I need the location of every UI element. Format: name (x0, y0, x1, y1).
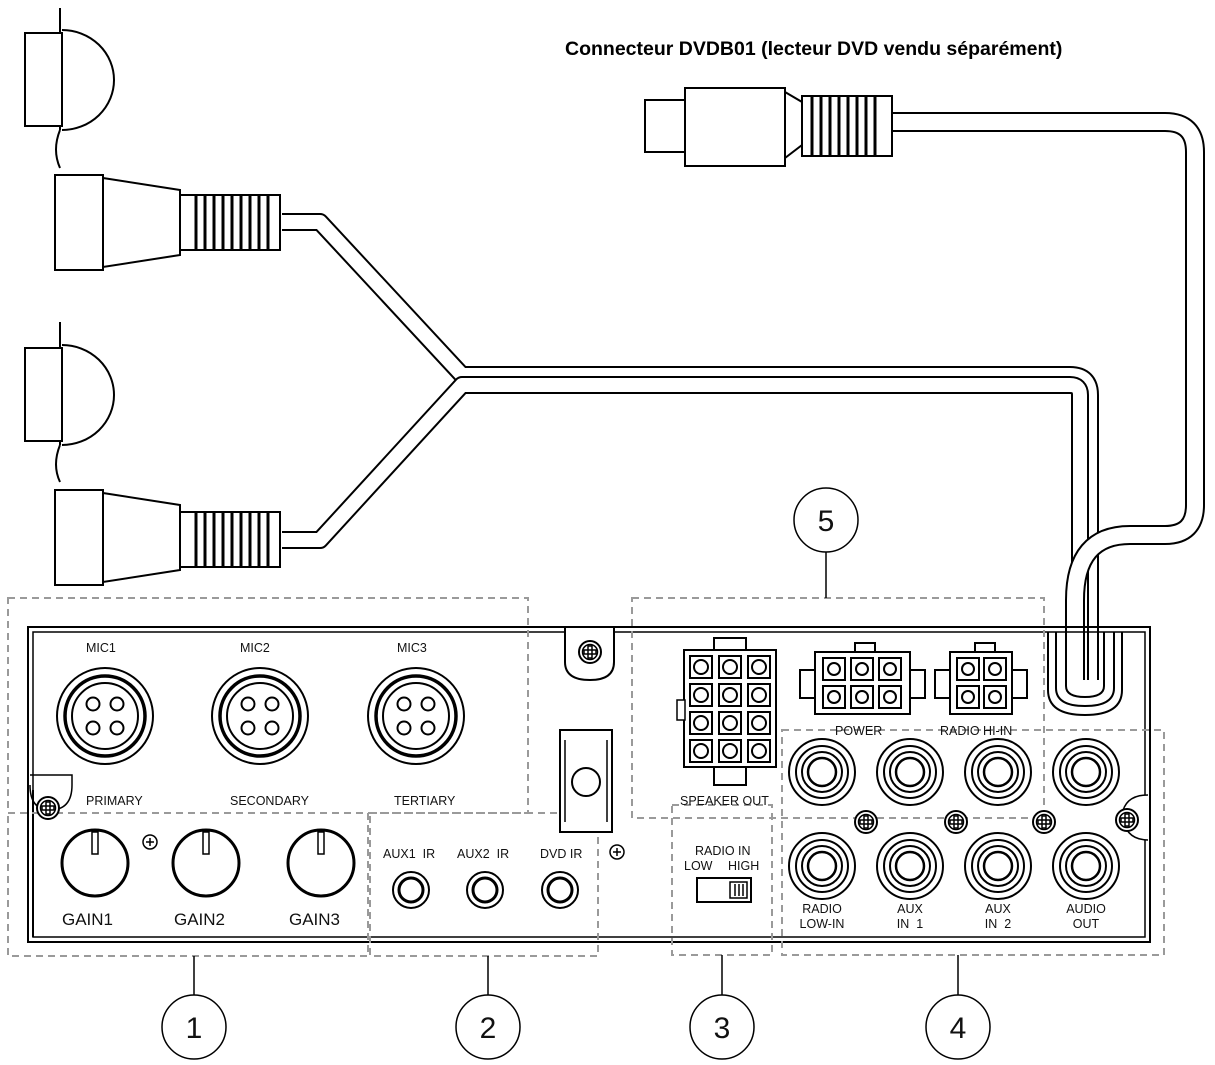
aux-in-1-jack-icon[interactable] (875, 831, 945, 901)
aux1-ir-jack-icon[interactable] (391, 870, 431, 910)
radio-in-switch-icon[interactable] (696, 877, 752, 903)
audio-out-jack-icon[interactable] (1051, 831, 1121, 901)
high-label: HIGH (728, 859, 759, 873)
callout-4 (925, 994, 991, 1060)
mic2-connector-icon[interactable] (210, 666, 310, 766)
amplifier-panel (27, 626, 1151, 943)
aux2-ir-jack-icon[interactable] (465, 870, 505, 910)
aux2-ir-label: AUX2 IR (457, 847, 509, 861)
callout-1-number: 1 (186, 1012, 203, 1045)
callout-1 (161, 994, 227, 1060)
callout-3-number: 3 (714, 1012, 731, 1045)
rca-jack-icon[interactable] (875, 737, 945, 807)
screw-icon (854, 810, 878, 834)
microphone-1-icon (24, 8, 281, 271)
speaker-out-label: SPEAKER OUT (680, 794, 769, 808)
microphone-2-icon (24, 322, 281, 586)
callout-3 (689, 994, 755, 1060)
radio-in-label: RADIO IN (695, 844, 751, 858)
aux-in-2-jack-icon[interactable] (963, 831, 1033, 901)
mic3-label: MIC3 (397, 641, 427, 655)
radio-hi-in-label: RADIO HI-IN (940, 724, 1012, 738)
screw-icon (36, 796, 60, 820)
rca-label-4b: OUT (1073, 917, 1100, 931)
gain3-label: GAIN3 (289, 910, 340, 929)
callout-5-number: 5 (818, 505, 835, 538)
rca-label-2a: AUX (897, 902, 923, 916)
gain2-knob-icon[interactable] (171, 828, 241, 898)
gain1-label: GAIN1 (62, 910, 113, 929)
callout-5 (793, 487, 859, 553)
rca-label-1b: LOW-IN (800, 917, 845, 931)
screw-icon (1115, 808, 1139, 832)
rca-label-2b: IN 1 (897, 917, 923, 931)
radio-hi-in-connector-icon[interactable] (934, 642, 1028, 715)
tertiary-label: TERTIARY (394, 794, 456, 808)
power-label: POWER (835, 724, 882, 738)
primary-label: PRIMARY (86, 794, 143, 808)
callout-4-number: 4 (950, 1012, 967, 1045)
rca-jack-icon[interactable] (787, 737, 857, 807)
diagram-title: Connecteur DVDB01 (lecteur DVD vendu sép… (565, 38, 1063, 60)
screw-icon (578, 640, 602, 664)
mic3-connector-icon[interactable] (366, 666, 466, 766)
dvd-ir-jack-icon[interactable] (540, 870, 580, 910)
rca-label-3b: IN 2 (985, 917, 1011, 931)
radio-low-in-jack-icon[interactable] (787, 831, 857, 901)
cable-loop-icon (1047, 632, 1123, 717)
screw-icon (1032, 810, 1056, 834)
rca-label-4a: AUDIO (1066, 902, 1106, 916)
rca-jack-icon[interactable] (1051, 737, 1121, 807)
speaker-out-connector-icon[interactable] (676, 637, 777, 786)
rca-jack-icon[interactable] (963, 737, 1033, 807)
mic2-label: MIC2 (240, 641, 270, 655)
gain3-knob-icon[interactable] (286, 828, 356, 898)
gain1-knob-icon[interactable] (60, 828, 130, 898)
screw-icon (142, 834, 158, 850)
bracket-icon (559, 729, 613, 833)
power-connector-icon[interactable] (799, 642, 926, 715)
aux1-ir-label: AUX1 IR (383, 847, 435, 861)
low-label: LOW (684, 859, 713, 873)
rca-label-1a: RADIO (802, 902, 842, 916)
callout-2 (455, 994, 521, 1060)
cable-harness (282, 112, 1205, 680)
rca-label-3a: AUX (985, 902, 1011, 916)
screw-icon (944, 810, 968, 834)
dvd-ir-label: DVD IR (540, 847, 582, 861)
callout-2-number: 2 (480, 1012, 497, 1045)
mic1-connector-icon[interactable] (55, 666, 155, 766)
dvd-connector-icon (644, 87, 893, 167)
group-outlines (7, 597, 1165, 957)
secondary-label: SECONDARY (230, 794, 310, 808)
mic1-label: MIC1 (86, 641, 116, 655)
gain2-label: GAIN2 (174, 910, 225, 929)
screw-icon (609, 844, 625, 860)
